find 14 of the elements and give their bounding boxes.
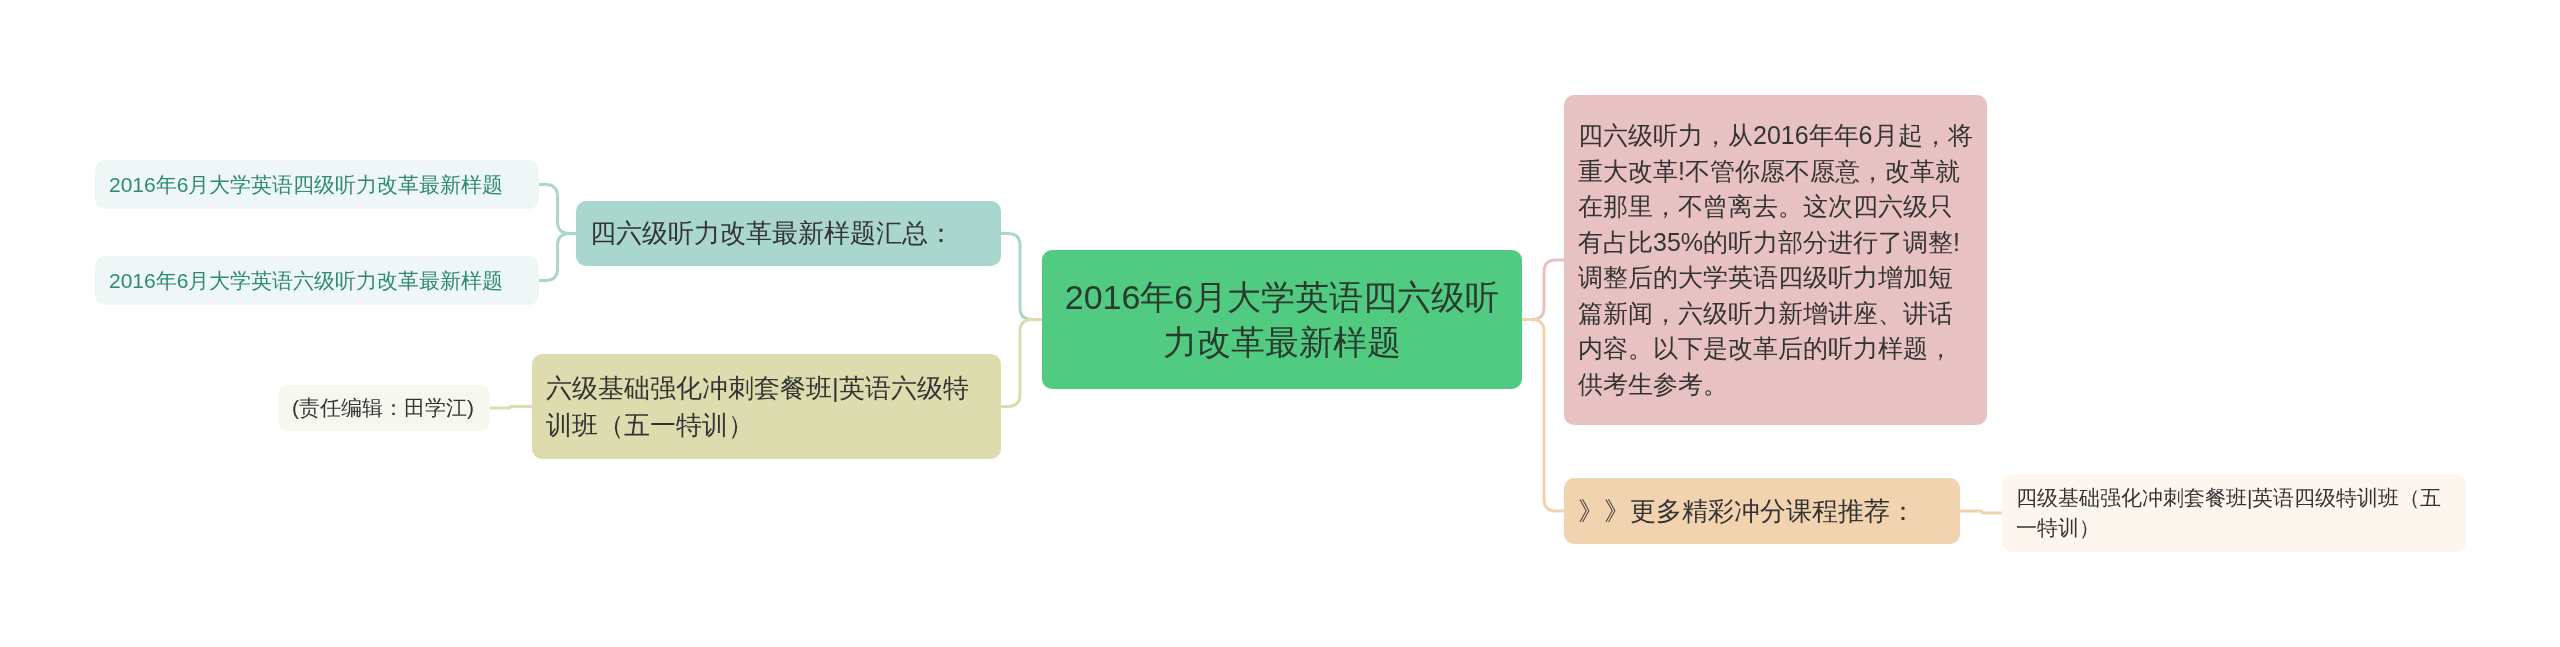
- subtopic-box: 2016年6月大学英语六级听力改革最新样题: [95, 256, 539, 305]
- connector-line: [1001, 318, 1042, 408]
- topic-box: 四六级听力，从2016年年6月起，将重大改革!不管你愿不愿意，改革就在那里，不曾离去。这次四六级只有占比35%的听力部分进行了调整!调整后的大学英语四级听力增加短篇新闻，六级听力新增讲座、讲话内容。以下是改革后的听力样题，供考生参考。: [1564, 95, 1987, 425]
- connector-line: [1960, 509, 2002, 515]
- central-topic-box: 2016年6月大学英语四六级听力改革最新样题: [1042, 250, 1522, 389]
- connector-line: [490, 405, 532, 410]
- topic-box: 》》更多精彩冲分课程推荐：: [1564, 478, 1960, 544]
- topic-box: 六级基础强化冲刺套餐班|英语六级特训班（五一特训）: [532, 354, 1001, 459]
- connector-line: [1522, 318, 1564, 513]
- topic-box: 四六级听力改革最新样题汇总：: [576, 201, 1001, 266]
- connector-line: [539, 232, 576, 282]
- subtopic-box: 2016年6月大学英语四级听力改革最新样题: [95, 160, 539, 209]
- subtopic-box: (责任编辑：田学江): [278, 385, 490, 431]
- subtopic-box: 四级基础强化冲刺套餐班|英语四级特训班（五一特训）: [2002, 474, 2466, 552]
